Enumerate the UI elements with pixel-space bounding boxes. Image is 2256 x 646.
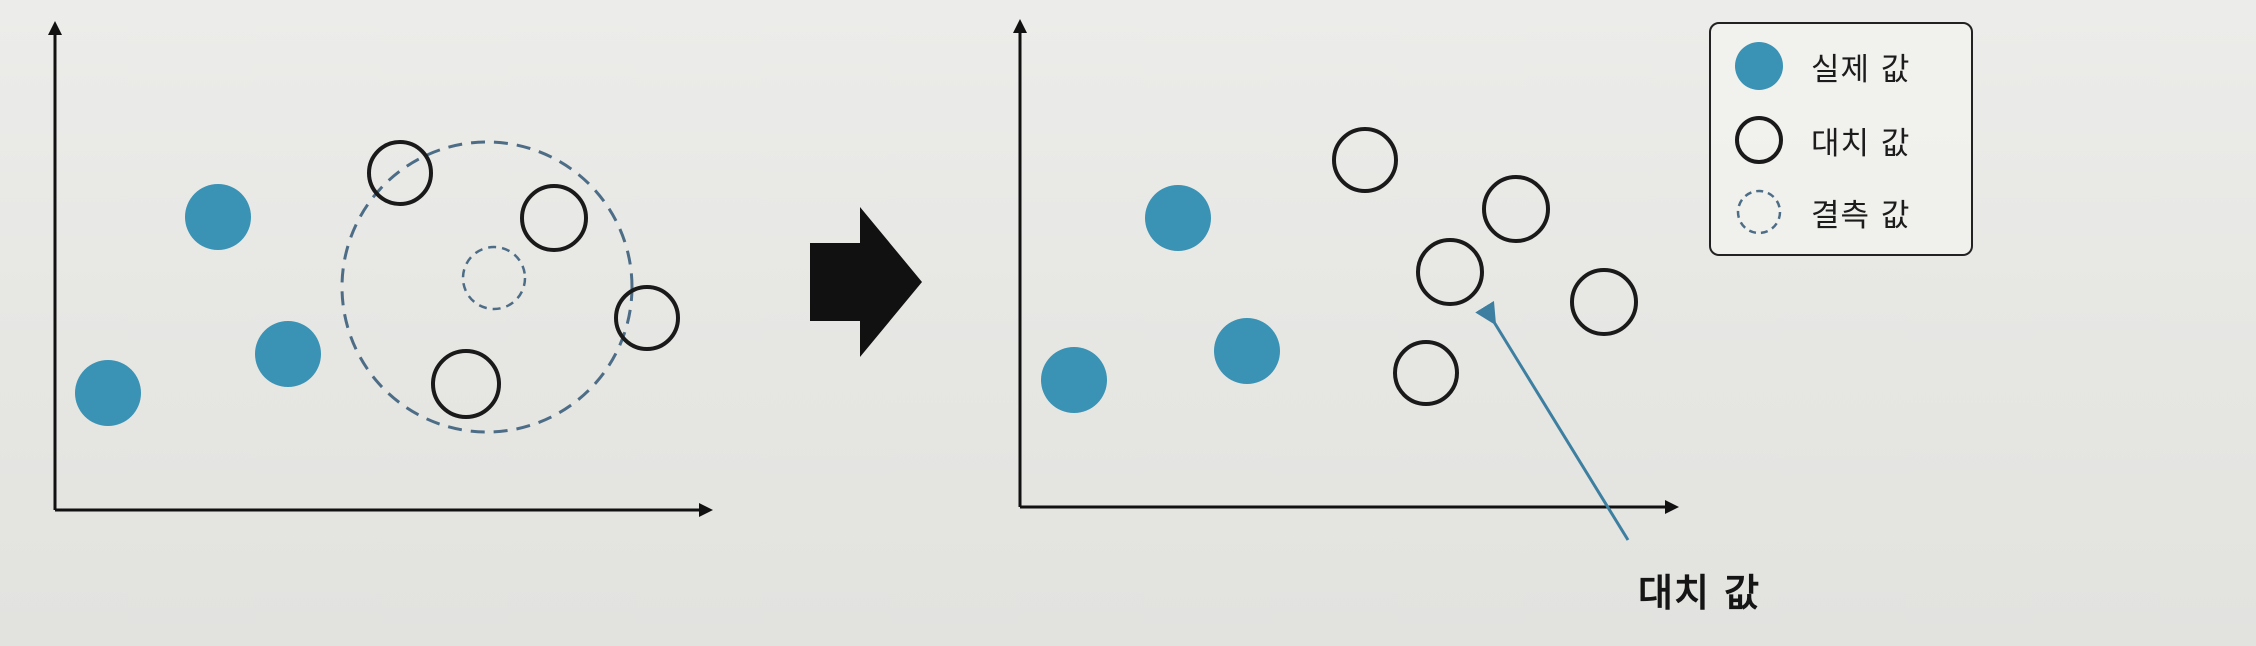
imputed-point [1332, 127, 1398, 193]
legend-label-actual: 실제 값 [1811, 51, 1911, 88]
imputed-point [431, 349, 501, 419]
missing-swatch-icon [1733, 186, 1785, 238]
legend: 실제 값 대치 값 결측 값 [1709, 22, 1973, 256]
legend-label-imputed: 대치 값 [1811, 125, 1911, 162]
actual-point [255, 321, 321, 387]
actual-point [1214, 318, 1280, 384]
imputed-point [1416, 238, 1484, 306]
callout-label: 대치 값 [1638, 571, 1761, 615]
actual-point [1145, 185, 1211, 251]
legend-item-missing: 결측 값 [1733, 182, 1910, 242]
imputed-point [1482, 175, 1550, 243]
legend-item-actual: 실제 값 [1733, 36, 1910, 96]
right-plot [1013, 19, 1679, 541]
imputed-swatch-icon [1733, 114, 1785, 166]
actual-swatch-icon [1733, 40, 1785, 92]
transition-arrow [810, 207, 922, 357]
actual-point [75, 360, 141, 426]
legend-item-imputed: 대치 값 [1733, 110, 1910, 170]
missing-point [461, 245, 527, 311]
imputed-point [614, 285, 680, 351]
imputed-point [367, 140, 433, 206]
legend-label-missing: 결측 값 [1811, 197, 1911, 234]
actual-point [1041, 347, 1107, 413]
imputed-point [1393, 340, 1459, 406]
left-plot [48, 21, 713, 517]
imputed-point [520, 184, 588, 252]
callout-arrow [1475, 300, 1630, 541]
missing-region [340, 140, 634, 434]
imputed-point [1570, 268, 1638, 336]
actual-point [185, 184, 251, 250]
